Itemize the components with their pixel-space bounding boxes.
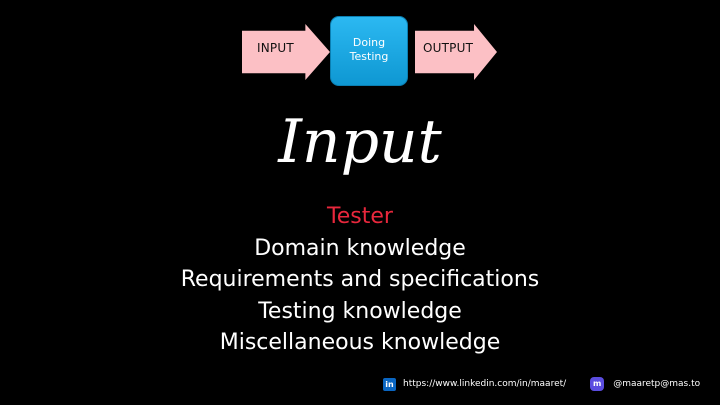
input-item-testing-knowledge: Testing knowledge <box>258 298 462 324</box>
input-item-tester: Tester <box>327 204 393 229</box>
mastodon-icon: m <box>590 377 605 391</box>
input-process-output-diagram: INPUT Doing Testing OUTPUT <box>0 0 720 100</box>
slide-heading: Input <box>278 107 442 177</box>
mastodon-handle[interactable]: @maaretp@mas.to <box>613 379 701 389</box>
slide-footer: in https://www.linkedin.com/in/maaret/ m… <box>383 376 700 392</box>
doing-testing-label: Doing Testing <box>349 36 389 63</box>
output-arrow-label: OUTPUT <box>423 41 474 55</box>
linkedin-icon: in <box>383 377 396 391</box>
input-item-requirements: Requirements and specifications <box>180 267 540 292</box>
input-arrow-label: INPUT <box>257 41 294 55</box>
input-item-misc-knowledge: Miscellaneous knowledge <box>219 330 501 355</box>
doing-testing-box: Doing Testing <box>330 16 408 86</box>
input-item-domain-knowledge: Domain knowledge <box>254 235 466 261</box>
input-list: Tester Domain knowledge Requirements and… <box>0 201 720 359</box>
linkedin-url[interactable]: https://www.linkedin.com/in/maaret/ <box>403 379 567 389</box>
